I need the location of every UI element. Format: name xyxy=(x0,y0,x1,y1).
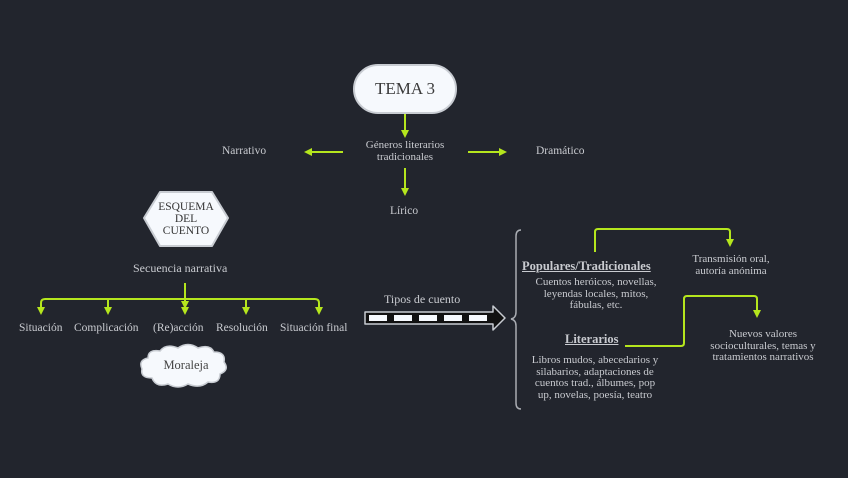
moraleja-cloud-node[interactable] xyxy=(140,343,227,388)
note-line: autoría anónima xyxy=(695,264,767,277)
tipos-de-cuento-label: Tipos de cuento xyxy=(384,292,461,306)
esquema-title-line: DEL xyxy=(174,213,198,225)
step-situacion-final[interactable]: Situación final xyxy=(280,322,348,334)
genres-center-node[interactable]: Géneros literarios tradicionales xyxy=(355,139,455,163)
moraleja-label: Moraleja xyxy=(163,358,209,372)
note-line: socioculturales, temas y xyxy=(710,339,816,352)
esquema-title-line: ESQUEMA xyxy=(158,201,214,213)
note-line: Nuevos valores xyxy=(728,328,798,340)
literarios-description: Libros mudos, abecedarios y silabarios, … xyxy=(520,354,670,401)
connector-literarios-nuevos xyxy=(625,295,761,347)
note-line: tratamientos narrativos xyxy=(712,351,814,363)
central-topic-node[interactable]: TEMA 3 xyxy=(353,64,457,114)
populares-description: Cuentos heróicos, novellas, leyendas loc… xyxy=(522,276,670,312)
genre-lirico[interactable]: Lírico xyxy=(390,205,419,217)
connector-populares-transmision xyxy=(594,228,734,252)
description-line: fábulas, etc. xyxy=(569,299,623,311)
literarios-heading[interactable]: Literarios xyxy=(565,332,619,346)
step-complicacion[interactable]: Complicación xyxy=(74,322,139,334)
esquema-hexagon-node[interactable] xyxy=(143,191,229,247)
central-topic-label: TEMA 3 xyxy=(375,79,435,98)
types-bracket xyxy=(510,229,522,410)
populares-heading[interactable]: Populares/Tradicionales xyxy=(522,259,651,273)
secuencia-narrativa-node[interactable]: Secuencia narrativa xyxy=(133,261,228,275)
description-line: up, novelas, poesía, teatro xyxy=(537,388,653,401)
description-line: Libros mudos, abecedarios y xyxy=(531,354,659,366)
connector-secuencia-bus xyxy=(40,298,320,312)
esquema-title: ESQUEMA DEL CUENTO xyxy=(143,201,229,237)
tipos-block-arrow[interactable] xyxy=(364,305,506,331)
genres-center-label: Géneros literarios tradicionales xyxy=(365,139,445,163)
genre-dramatico[interactable]: Dramático xyxy=(536,145,585,157)
populares-note[interactable]: Transmisión oral, autoría anónima xyxy=(680,253,782,277)
step-resolucion[interactable]: Resolución xyxy=(216,322,268,334)
description-line: cuentos trad., álbumes, pop xyxy=(534,377,656,389)
description-line: silabarios, adaptaciones de xyxy=(536,365,654,378)
literarios-note[interactable]: Nuevos valores socioculturales, temas y … xyxy=(700,328,826,364)
note-line: Transmisión oral, xyxy=(692,253,770,265)
description-line: Cuentos heróicos, novellas, xyxy=(535,276,657,288)
step-situacion[interactable]: Situación xyxy=(19,322,63,334)
description-line: leyendas locales, mitos, xyxy=(543,287,649,300)
esquema-title-line: CUENTO xyxy=(162,225,210,237)
genre-narrativo[interactable]: Narrativo xyxy=(222,145,267,157)
step-reaccion[interactable]: (Re)acción xyxy=(153,322,204,334)
